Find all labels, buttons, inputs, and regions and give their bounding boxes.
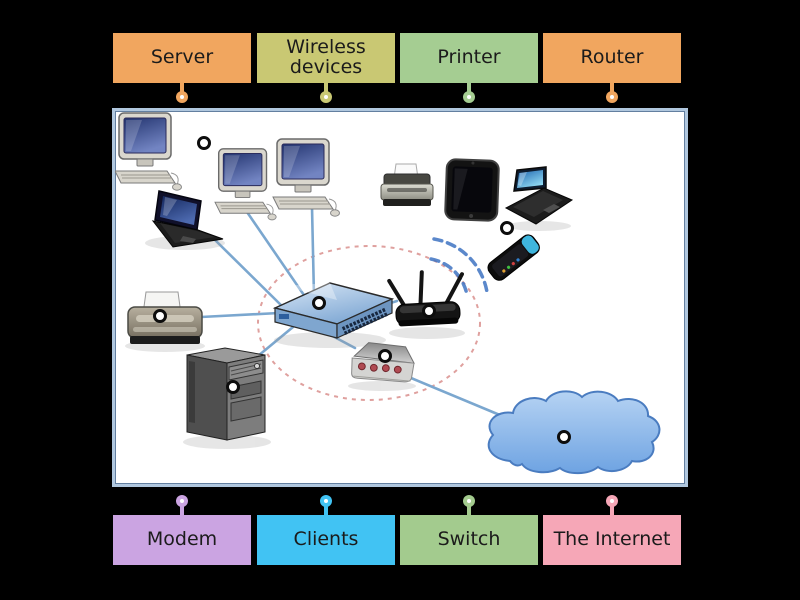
internet-cloud [487,390,661,475]
client-pc-1 [214,148,277,221]
wireless-printer [380,163,434,206]
answer-marker[interactable] [312,296,326,310]
network-printer [127,291,203,344]
label-wireless-devices-box[interactable]: Wireless devices [257,33,395,83]
label-switch-box[interactable]: Switch [400,515,538,565]
label-server: Server [113,33,251,103]
label-router: Router [543,33,681,103]
pin-icon [606,83,618,103]
answer-marker[interactable] [226,380,240,394]
diagram-panel [112,108,688,487]
label-printer-box[interactable]: Printer [400,33,538,83]
tablet [444,158,500,222]
device-shadows [125,221,571,449]
label-modem-box[interactable]: Modem [113,515,251,565]
answer-marker[interactable] [378,349,392,363]
label-server-box[interactable]: Server [113,33,251,83]
client-laptop [151,190,224,248]
pin-icon [176,83,188,103]
label-router-box[interactable]: Router [543,33,681,83]
pin-icon [320,495,332,516]
label-printer: Printer [400,33,538,103]
network-switch [272,282,395,339]
pin-icon [463,495,475,516]
network-diagram [115,112,661,475]
label-switch: Switch [400,495,538,565]
label-wireless-devices: Wireless devices [257,33,395,103]
client-pc-2 [272,138,341,217]
pin-icon [176,495,188,516]
label-modem: Modem [113,495,251,565]
wifi-signal-icon [429,237,489,297]
network-boundary-ellipse [257,245,481,401]
connection-lines [199,205,509,420]
label-the-internet: The Internet [543,495,681,565]
answer-marker[interactable] [422,304,436,318]
pin-icon [320,83,332,103]
answer-marker[interactable] [197,136,211,150]
answer-marker[interactable] [557,430,571,444]
label-clients-box[interactable]: Clients [257,515,395,565]
wireless-laptop [504,166,574,225]
pin-icon [463,83,475,103]
answer-marker[interactable] [153,309,167,323]
smartphone [487,234,540,281]
label-clients: Clients [257,495,395,565]
answer-marker[interactable] [500,221,514,235]
label-the-internet-box[interactable]: The Internet [543,515,681,565]
pin-icon [606,495,618,516]
modem [351,342,415,383]
wifi-router [387,270,464,327]
server-tower [186,347,266,441]
